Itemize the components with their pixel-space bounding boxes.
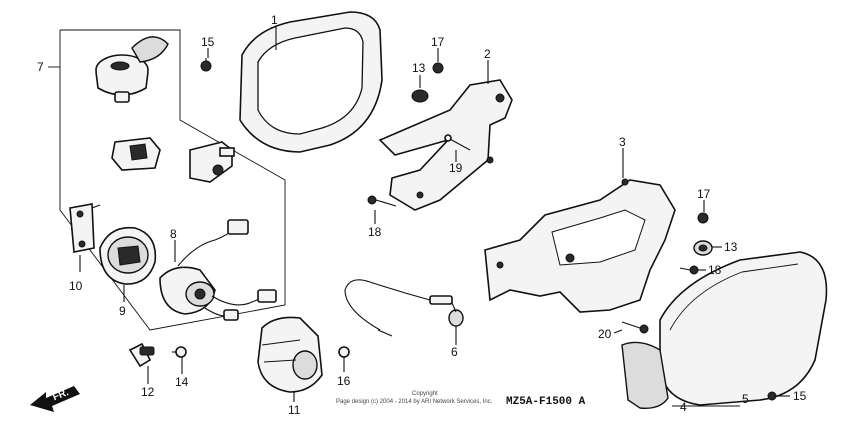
callout-20: 20 [598, 327, 612, 341]
ignition-switch-8[interactable] [159, 219, 277, 321]
callout-13-right: 13 [724, 240, 738, 254]
callout-4: 4 [680, 400, 687, 414]
screw-14[interactable] [172, 346, 187, 358]
ignition-cap[interactable] [95, 36, 169, 103]
callout-5: 5 [742, 392, 749, 406]
callout-7: 7 [37, 60, 44, 74]
callout-1: 1 [271, 13, 278, 27]
bracket-3[interactable] [484, 178, 676, 313]
callout-16: 16 [337, 374, 351, 388]
copyright-line-2: Page design (c) 2004 - 2014 by ARI Netwo… [336, 399, 493, 405]
bolt-17-top[interactable] [432, 62, 444, 74]
callout-6: 6 [451, 345, 458, 359]
callout-17-top: 17 [431, 35, 445, 49]
callout-8: 8 [170, 227, 177, 241]
callout-15-bottom: 15 [793, 389, 807, 403]
callout-13-top: 13 [412, 61, 426, 75]
grommet-13-right[interactable] [693, 240, 713, 256]
diagram-code: MZ5A-F1500 A [506, 396, 586, 408]
callout-12: 12 [141, 385, 155, 399]
bolt-18-upper[interactable] [367, 195, 397, 207]
grommet-13-top[interactable] [411, 89, 429, 103]
seat-lock-body[interactable] [189, 141, 235, 183]
bolt-15-top[interactable] [200, 58, 212, 72]
key-cylinder-cap[interactable] [111, 137, 161, 171]
callout-15-top: 15 [201, 35, 215, 49]
callout-3: 3 [619, 135, 626, 149]
bolt-20[interactable] [621, 321, 649, 334]
key-12[interactable] [128, 342, 155, 368]
bracket-10[interactable] [69, 203, 101, 253]
front-direction-arrow: FR. [30, 386, 80, 412]
side-cover-5[interactable] [659, 251, 828, 406]
callout-18-upper: 18 [368, 225, 382, 239]
switch-base-9[interactable] [99, 226, 157, 285]
callout-11: 11 [288, 403, 301, 417]
seat-lock-cable-6[interactable] [344, 279, 464, 337]
callout-18-right: 18 [708, 263, 722, 277]
copyright-line-1: Copyright [412, 391, 438, 397]
bracket-2[interactable] [378, 79, 513, 211]
callout-19: 19 [449, 161, 463, 175]
callout-17-right: 17 [697, 187, 711, 201]
cylinder-cover-11[interactable] [257, 316, 323, 393]
callout-14: 14 [175, 375, 189, 389]
screw-16[interactable] [338, 346, 350, 358]
callout-2: 2 [484, 47, 491, 61]
bolt-15-bottom[interactable] [767, 391, 790, 401]
callout-9: 9 [119, 304, 126, 318]
emblem-4[interactable] [621, 341, 669, 409]
bolt-18-right[interactable] [679, 265, 699, 275]
bolt-19[interactable] [444, 134, 471, 151]
bolt-17-right[interactable] [697, 212, 709, 224]
side-cover-frame-1[interactable] [239, 11, 383, 153]
callout-10: 10 [69, 279, 83, 293]
